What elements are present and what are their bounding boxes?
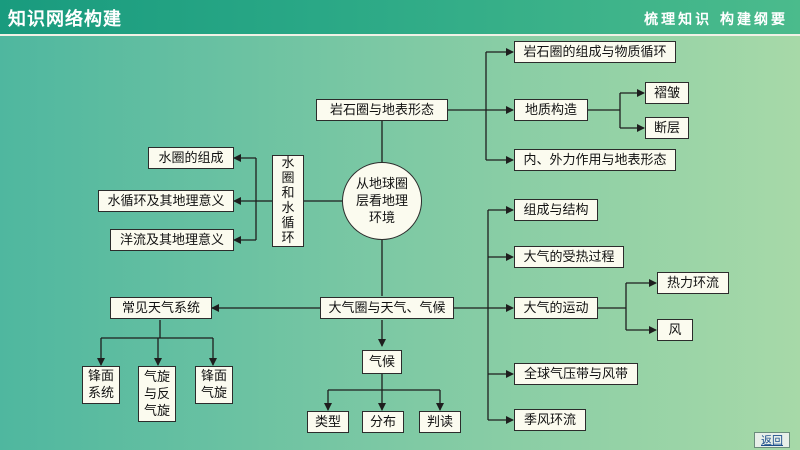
weather-front: 锋面系统: [82, 366, 120, 404]
hydrosphere-node: 水圈和水循环: [272, 155, 304, 247]
climate-distribution: 分布: [362, 411, 404, 433]
hydro-item-currents: 洋流及其地理意义: [110, 229, 234, 251]
atmo-item-motion: 大气的运动: [514, 297, 598, 319]
weather-frontal-cyclone: 锋面气旋: [195, 366, 233, 404]
litho-item-composition: 岩石圈的组成与物质循环: [514, 41, 676, 63]
header-bar: 知识网络构建 梳理知识 构建纲要: [0, 0, 800, 36]
center-node: 从地球圈层看地理环境: [342, 162, 422, 240]
motion-thermal: 热力环流: [657, 272, 729, 294]
litho-item-structure: 地质构造: [514, 99, 588, 121]
atmosphere-node: 大气圈与天气、气候: [320, 297, 454, 319]
litho-item-forces: 内、外力作用与地表形态: [514, 149, 676, 171]
atmo-item-pressure-belts: 全球气压带与风带: [514, 363, 638, 385]
hydro-item-composition: 水圈的组成: [148, 147, 234, 169]
motion-wind: 风: [657, 319, 693, 341]
atmo-item-monsoon: 季风环流: [514, 409, 586, 431]
atmo-item-heating: 大气的受热过程: [514, 246, 624, 268]
climate-node: 气候: [362, 350, 402, 374]
atmo-item-structure: 组成与结构: [514, 199, 598, 221]
weather-cyclone: 气旋与反气旋: [138, 366, 176, 422]
structure-fault: 断层: [645, 117, 689, 139]
lithosphere-node: 岩石圈与地表形态: [316, 99, 448, 121]
structure-fold: 褶皱: [645, 82, 689, 104]
page-title: 知识网络构建: [8, 9, 122, 30]
page-subtitle: 梳理知识 构建纲要: [644, 12, 788, 28]
weather-systems-node: 常见天气系统: [110, 297, 212, 319]
climate-reading: 判读: [419, 411, 461, 433]
hydro-item-cycle: 水循环及其地理意义: [98, 190, 234, 212]
back-button[interactable]: 返回: [754, 432, 790, 448]
climate-type: 类型: [307, 411, 349, 433]
